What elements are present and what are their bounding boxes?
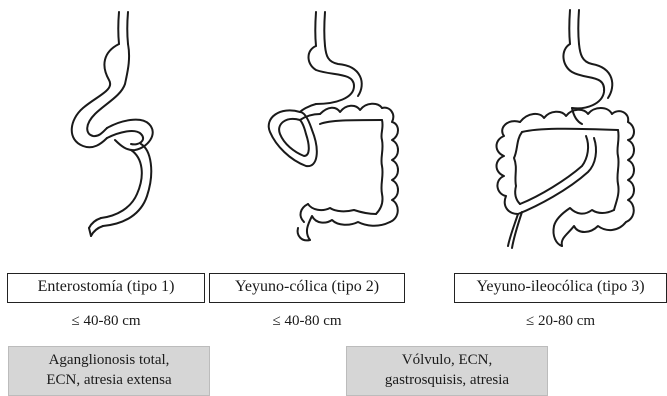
length-type-3: ≤ 20-80 cm xyxy=(454,313,667,330)
cause-1-line-2: ECN, atresia extensa xyxy=(9,370,209,390)
cause-2-line-2: gastrosquisis, atresia xyxy=(347,370,547,390)
enterostomy-figure xyxy=(55,0,185,260)
jejunoileocolic-figure xyxy=(478,0,658,260)
cause-box-2: Vólvulo, ECN, gastrosquisis, atresia xyxy=(346,346,548,396)
jejunocolic-figure xyxy=(250,0,420,260)
type-label-2: Yeyuno-cólica (tipo 2) xyxy=(209,273,405,303)
length-type-2: ≤ 40-80 cm xyxy=(209,313,405,330)
jejunocolic-diagram-icon xyxy=(250,0,420,260)
cause-2-line-1: Vólvulo, ECN, xyxy=(347,350,547,370)
length-type-1: ≤ 40-80 cm xyxy=(7,313,205,330)
cause-box-1: Aganglionosis total, ECN, atresia extens… xyxy=(8,346,210,396)
type-label-3: Yeyuno-ileocólica (tipo 3) xyxy=(454,273,667,303)
cause-1-line-1: Aganglionosis total, xyxy=(9,350,209,370)
type-label-1: Enterostomía (tipo 1) xyxy=(7,273,205,303)
jejunoileocolic-diagram-icon xyxy=(478,0,658,260)
enterostomy-diagram-icon xyxy=(55,0,185,260)
